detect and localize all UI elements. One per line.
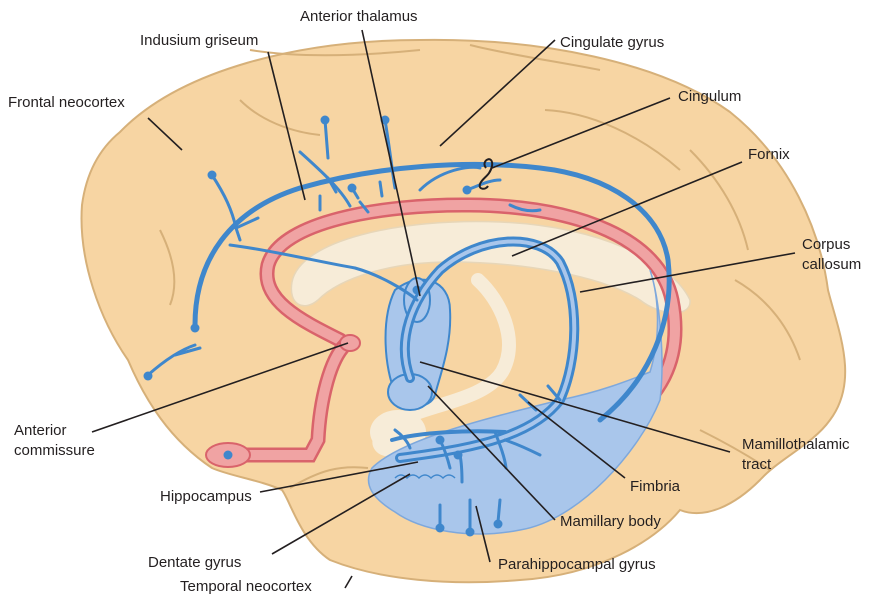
label-cingulum: Cingulum xyxy=(678,88,741,106)
label-anterior-commissure-line2: commissure xyxy=(14,442,95,460)
label-fornix: Fornix xyxy=(748,146,790,164)
label-indusium-griseum: Indusium griseum xyxy=(140,32,258,50)
label-corpus-callosum-line2: callosum xyxy=(802,256,861,274)
label-corpus-callosum-line1: Corpus xyxy=(802,236,850,254)
label-mamillothalamic-line2: tract xyxy=(742,456,771,474)
label-temporal-neocortex: Temporal neocortex xyxy=(180,578,312,596)
label-parahippocampal-gyrus: Parahippocampal gyrus xyxy=(498,556,656,574)
label-cingulate-gyrus: Cingulate gyrus xyxy=(560,34,664,52)
label-mamillary-body: Mamillary body xyxy=(560,513,661,531)
label-hippocampus: Hippocampus xyxy=(160,488,252,506)
label-anterior-commissure-line1: Anterior xyxy=(14,422,67,440)
label-fimbria: Fimbria xyxy=(630,478,680,496)
label-dentate-gyrus: Dentate gyrus xyxy=(148,554,241,572)
anterior-commissure-end xyxy=(340,335,360,351)
label-mamillothalamic-line1: Mamillothalamic xyxy=(742,436,850,454)
label-anterior-thalamus: Anterior thalamus xyxy=(300,8,418,26)
label-frontal-neocortex: Frontal neocortex xyxy=(8,94,125,112)
